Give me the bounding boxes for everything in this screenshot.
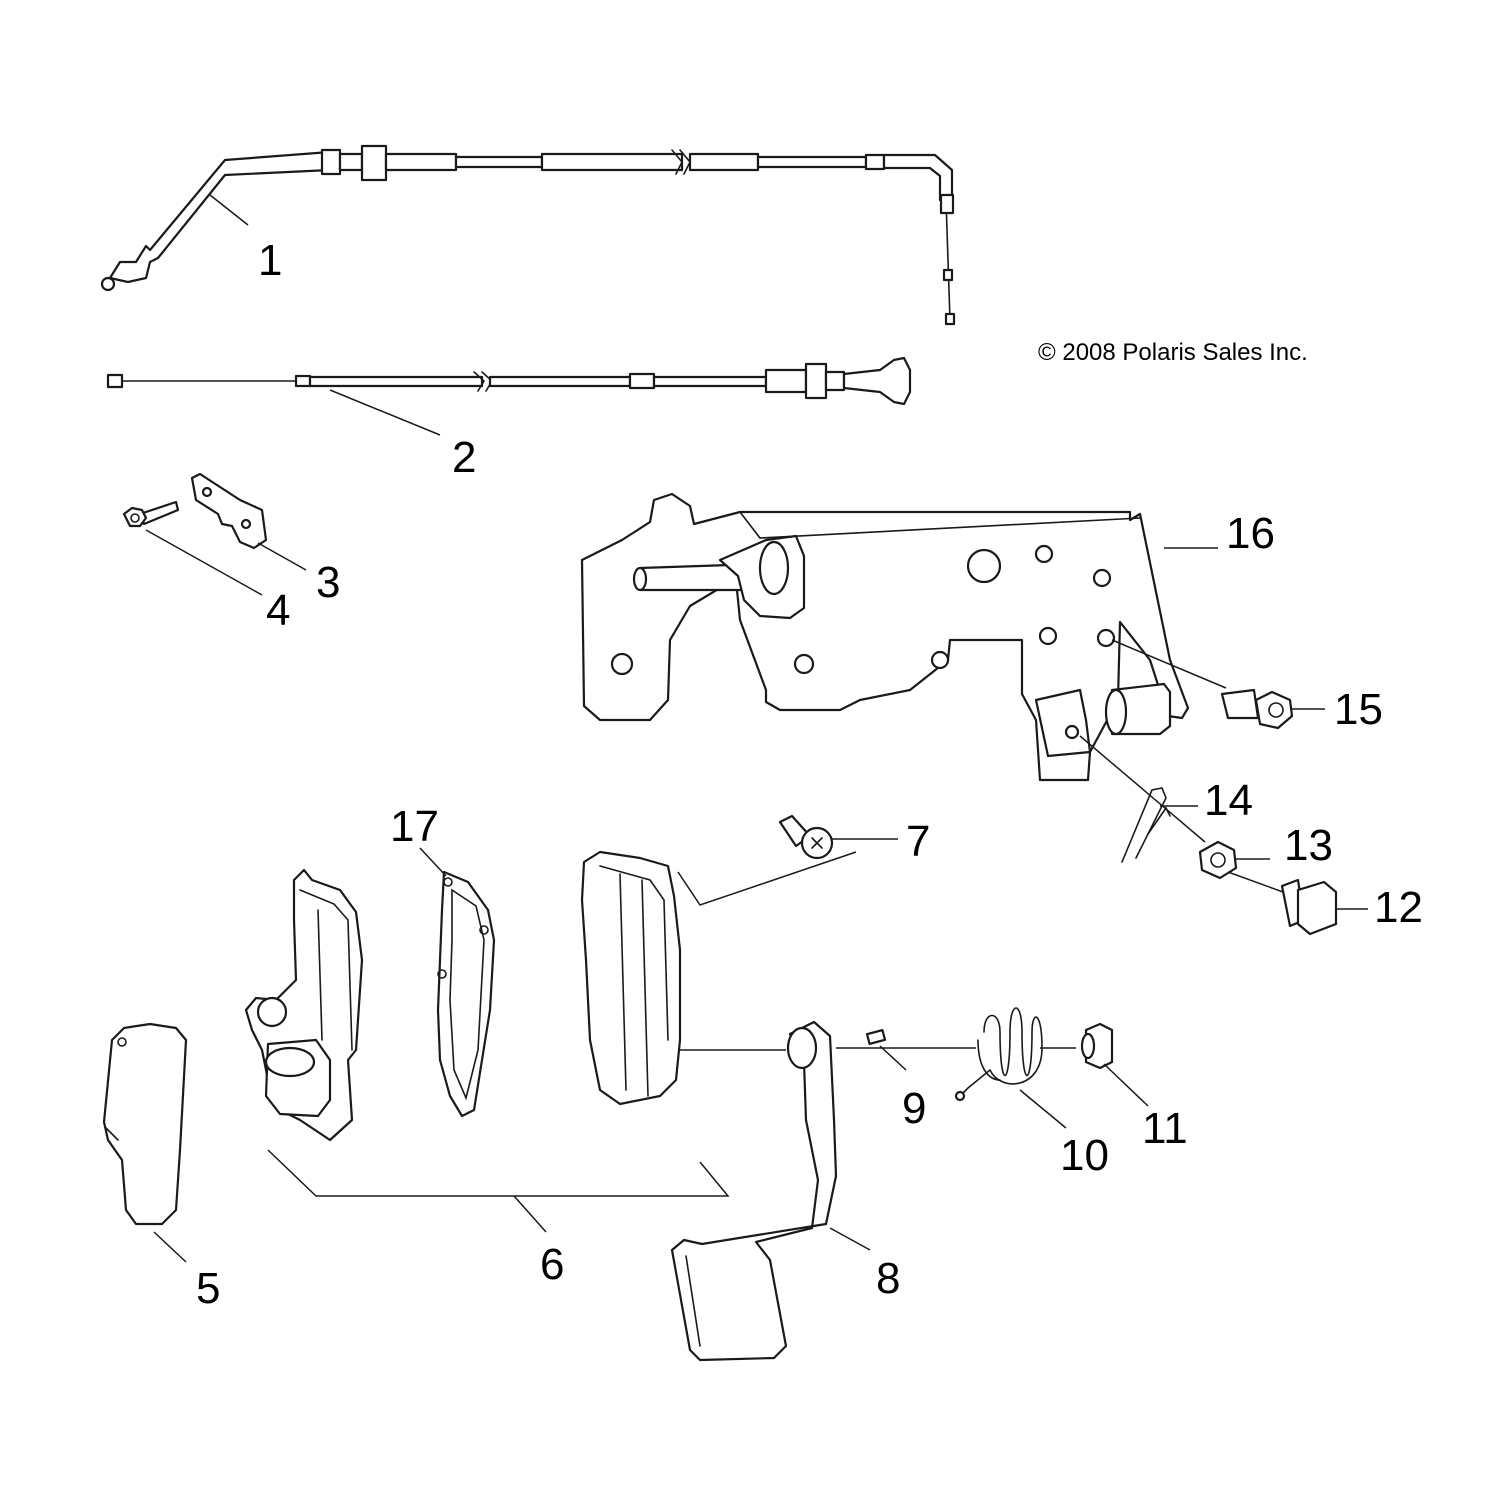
callout-16: 16 bbox=[1226, 509, 1275, 558]
hex-bolt bbox=[1227, 871, 1368, 936]
brake-pedal bbox=[670, 1020, 871, 1362]
flange-bolt bbox=[1111, 639, 1325, 730]
housing-gasket bbox=[419, 847, 496, 1118]
throttle-cable bbox=[100, 144, 956, 326]
callout-10: 10 bbox=[1060, 1131, 1109, 1180]
callout-12: 12 bbox=[1374, 883, 1423, 932]
callout-6: 6 bbox=[540, 1240, 564, 1289]
bushing bbox=[1080, 1022, 1149, 1107]
flange-bolt-small bbox=[122, 500, 263, 596]
housing-screw bbox=[677, 814, 898, 906]
pedal-cover bbox=[102, 1022, 188, 1263]
callout-labels: 1 2 3 4 5 6 7 8 9 10 11 12 13 14 15 16 1… bbox=[196, 236, 1423, 1313]
hairpin-clip bbox=[1079, 735, 1206, 863]
callout-17: 17 bbox=[390, 802, 439, 851]
callout-11: 11 bbox=[1142, 1104, 1188, 1153]
callout-2: 2 bbox=[452, 433, 476, 482]
return-spring bbox=[954, 1007, 1076, 1129]
bracket-plate bbox=[190, 472, 307, 571]
pedal-mount-bracket bbox=[580, 492, 1218, 782]
callout-9: 9 bbox=[902, 1084, 926, 1133]
choke-cable bbox=[106, 356, 912, 436]
key-pin bbox=[836, 1028, 976, 1071]
hex-nut bbox=[1198, 840, 1270, 880]
callout-5: 5 bbox=[196, 1264, 220, 1313]
callout-15: 15 bbox=[1334, 685, 1383, 734]
pedal-housing-left bbox=[244, 868, 364, 1142]
housing-callout-leader bbox=[267, 1149, 730, 1233]
copyright-notice: © 2008 Polaris Sales Inc. bbox=[1038, 339, 1308, 366]
pedal-housing-right bbox=[580, 850, 786, 1106]
callout-1: 1 bbox=[258, 236, 282, 285]
callout-3: 3 bbox=[316, 558, 340, 607]
callout-13: 13 bbox=[1284, 821, 1333, 870]
callout-8: 8 bbox=[876, 1254, 900, 1303]
callout-4: 4 bbox=[266, 586, 290, 635]
callout-14: 14 bbox=[1204, 776, 1253, 825]
callout-7: 7 bbox=[906, 817, 930, 866]
